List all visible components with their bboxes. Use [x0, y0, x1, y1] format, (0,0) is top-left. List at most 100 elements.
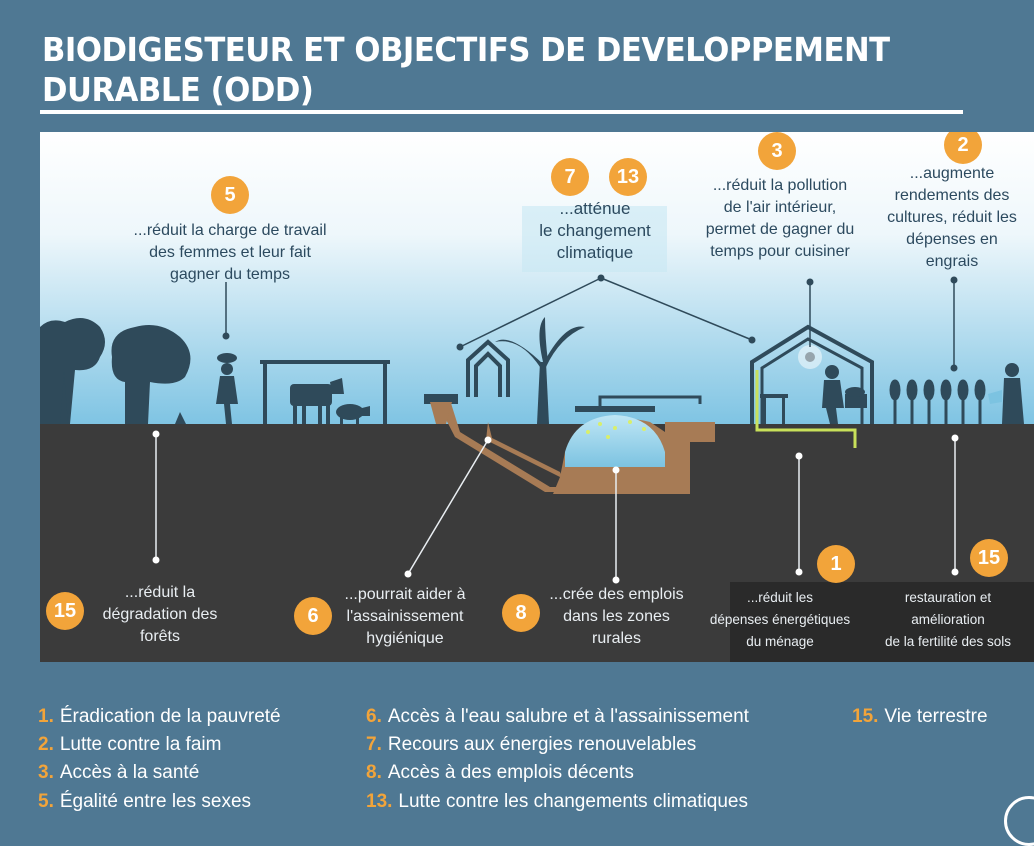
callout-7-13: ...atténue le changement climatique [510, 198, 680, 264]
badge-odd-6: 6 [294, 597, 332, 635]
leader-lines-ground [155, 434, 956, 580]
cook-icon [822, 365, 867, 424]
legend-num-2: 2. [38, 734, 54, 755]
legend-num-6: 6. [366, 706, 382, 727]
callout-3-line-4: temps pour cuisiner [710, 243, 850, 260]
corner-decoration [1004, 796, 1034, 846]
callout-6-line-1: ...pourrait aider à [344, 586, 466, 603]
callout-3-line-1: ...réduit la pollution [712, 177, 848, 194]
legend-num-15: 15. [852, 706, 879, 727]
banana-tree-icon [495, 317, 585, 424]
legend-label-13: Lutte contre les changements climatiques [398, 791, 749, 812]
callout-8-line-3: rurales [592, 630, 641, 647]
legend-item-1: 1.Éradication de la pauvreté [38, 705, 281, 729]
legend-label-1: Éradication de la pauvreté [59, 706, 281, 727]
callout-15-forests-line-1: ...réduit la [124, 584, 196, 601]
callout-8-line-1: ...crée des emplois [549, 586, 684, 603]
callout-7-13-line-3: climatique [556, 243, 634, 262]
badge-odd-15-soils: 15 [970, 539, 1008, 577]
climate-label-box [522, 206, 667, 272]
badge-odd-2: 2 [944, 132, 982, 164]
legend-item-6: 6.Accès à l'eau salubre et à l'assainiss… [366, 705, 749, 729]
callout-15-soils-line-3: de la fertilité des sols [884, 634, 1012, 649]
callout-7-13-line-1: ...atténue [559, 199, 631, 218]
scene-illustration [40, 132, 1034, 662]
woman-carrying-icon [216, 353, 238, 424]
legend-item-15: 15.Vie terrestre [852, 705, 988, 729]
tree-icon [40, 318, 191, 424]
crops-icon [889, 379, 986, 424]
callout-5-line-2: des femmes et leur fait [149, 244, 311, 261]
legend-label-8: Accès à des emplois décents [387, 762, 634, 783]
badge-odd-3: 3 [758, 132, 796, 170]
ground-label-box [730, 582, 1034, 662]
callout-5-line-1: ...réduit la charge de travail [133, 222, 327, 239]
callout-6-line-3: hygiénique [366, 630, 444, 647]
callout-7-13-line-2: le changement [539, 221, 651, 240]
legend-num-7: 7. [366, 734, 382, 755]
legend-label-3: Accès à la santé [59, 762, 200, 783]
callout-5-line-3: gagner du temps [169, 266, 291, 283]
badge-odd-8: 8 [502, 594, 540, 632]
callout-2-line-2: rendements des [894, 187, 1010, 204]
badge-odd-13: 13 [609, 158, 647, 196]
kitchen-hut-icon [750, 324, 874, 448]
legend-num-3: 3. [38, 762, 54, 783]
legend-num-13: 13. [366, 791, 393, 812]
leader-lines-sky [225, 277, 955, 368]
callout-6-line-2: l'assainissement [346, 608, 464, 625]
callout-5: ...réduit la charge de travail des femme… [100, 220, 360, 286]
legend-item-7: 7.Recours aux énergies renouvelables [366, 733, 696, 757]
legend-num-5: 5. [38, 791, 54, 812]
leader-dots-sky [222, 274, 958, 372]
callout-15-forests-line-3: forêts [139, 628, 180, 645]
biodigester-icon [424, 394, 715, 494]
callout-1-line-3: du ménage [746, 634, 814, 649]
legend-label-5: Égalité entre les sexes [59, 791, 252, 812]
leader-dots-ground [152, 430, 959, 584]
pig-icon [336, 404, 370, 424]
callout-3: ...réduit la pollution de l'air intérieu… [685, 175, 875, 263]
legend-label-15: Vie terrestre [884, 706, 988, 727]
legend-item-2: 2.Lutte contre la faim [38, 733, 221, 757]
callout-8-line-2: dans les zones [563, 608, 670, 625]
badge-odd-1: 1 [817, 545, 855, 583]
legend-item-8: 8.Accès à des emplois décents [366, 761, 634, 785]
badge-odd-5: 5 [211, 176, 249, 214]
biodigester-scene: 5 ...réduit la charge de travail des fem… [40, 132, 1034, 662]
legend-item-5: 5.Égalité entre les sexes [38, 790, 251, 814]
callout-1-line-2: dépenses énergétiques [709, 612, 851, 627]
shelter-frame [260, 360, 390, 424]
title-rule [40, 110, 963, 114]
legend-label-7: Recours aux énergies renouvelables [387, 734, 697, 755]
legend-num-8: 8. [366, 762, 382, 783]
legend-item-3: 3.Accès à la santé [38, 761, 199, 785]
callout-3-line-3: permet de gagner du [705, 221, 855, 238]
sky [40, 132, 1034, 424]
callout-8: ...crée des emplois dans les zones rural… [534, 584, 699, 650]
callout-2-line-5: engrais [925, 253, 979, 270]
callout-15-forests: ...réduit la dégradation des forêts [85, 582, 235, 648]
cow-icon [290, 378, 344, 424]
callout-3-line-2: de l'air intérieur, [723, 199, 837, 216]
page-title: BIODIGESTEUR ET OBJECTIFS DE DEVELOPPEME… [42, 30, 890, 109]
callout-15-soils: restauration et amélioration de la ferti… [866, 587, 1030, 653]
badge-odd-15-forests: 15 [46, 592, 84, 630]
callout-1: ...réduit les dépenses énergétiques du m… [690, 587, 870, 653]
callout-6: ...pourrait aider à l'assainissement hyg… [330, 584, 480, 650]
callout-2-line-4: dépenses en [906, 231, 998, 248]
legend-num-1: 1. [38, 706, 54, 727]
legend-label-6: Accès à l'eau salubre et à l'assainissem… [387, 706, 749, 727]
callout-2-line-1: ...augmente [909, 165, 995, 182]
callout-15-soils-line-2: amélioration [911, 612, 985, 627]
callout-2-line-3: cultures, réduit les [887, 209, 1017, 226]
latrine-icon [466, 339, 510, 397]
callout-15-soils-line-1: restauration et [904, 590, 992, 605]
callout-15-forests-line-2: dégradation des [102, 606, 218, 623]
callout-1-line-1: ...réduit les [746, 590, 814, 605]
badge-odd-7: 7 [551, 158, 589, 196]
legend-item-13: 13.Lutte contre les changements climatiq… [366, 790, 748, 814]
callout-2: ...augmente rendements des cultures, réd… [870, 163, 1034, 273]
legend-label-2: Lutte contre la faim [59, 734, 222, 755]
farmer-icon [988, 363, 1024, 424]
